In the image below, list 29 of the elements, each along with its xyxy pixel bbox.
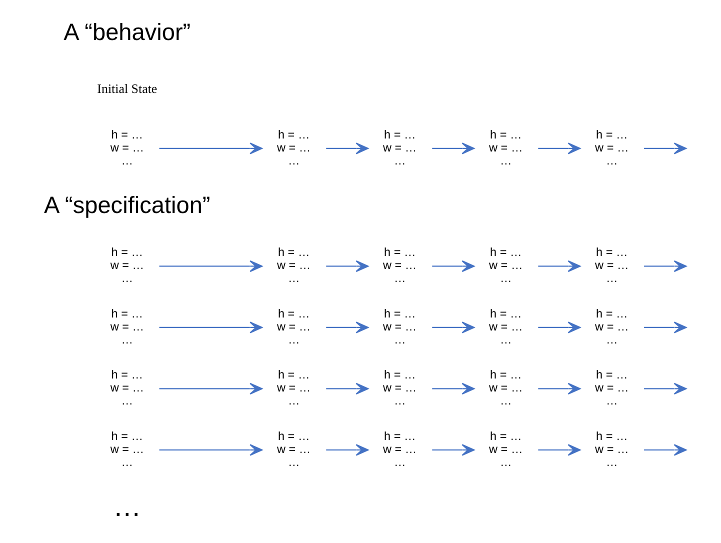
- node-text: h = … w = … …: [594, 246, 628, 286]
- node-text: h = … w = … …: [276, 246, 310, 286]
- node-text: h = … w = … …: [488, 128, 522, 168]
- node-text: h = … w = … …: [594, 430, 628, 469]
- node-text: h = … w = … …: [276, 128, 310, 168]
- node-text: h = … w = … …: [110, 307, 144, 346]
- node-text: h = … w = … …: [382, 307, 416, 346]
- node-text: h = … w = … …: [276, 307, 310, 346]
- node-text: h = … w = … …: [488, 307, 522, 346]
- node-text: h = … w = … …: [594, 307, 628, 346]
- node-text: h = … w = … …: [382, 368, 416, 408]
- node-text: h = … w = … …: [594, 128, 628, 168]
- node-text: h = … w = … …: [488, 368, 522, 408]
- node-text: h = … w = … …: [110, 246, 144, 286]
- node-text: h = … w = … …: [110, 430, 144, 469]
- node-text: h = … w = … …: [382, 430, 416, 469]
- node-text: h = … w = … …: [276, 368, 310, 408]
- node-text: h = … w = … …: [382, 246, 416, 286]
- node-text: h = … w = … …: [488, 246, 522, 286]
- node-label: Initial State: [96, 80, 157, 96]
- node-text: h = … w = … …: [110, 128, 144, 168]
- node-text: h = … w = … …: [382, 128, 416, 168]
- node-text: h = … w = … …: [110, 368, 144, 408]
- label: …: [112, 490, 141, 522]
- node-text: h = … w = … …: [488, 430, 522, 469]
- node-text: h = … w = … …: [594, 368, 628, 408]
- node-text: h = … w = … …: [276, 430, 310, 469]
- label: A “specification”: [44, 192, 210, 218]
- label: A “behavior”: [63, 19, 190, 46]
